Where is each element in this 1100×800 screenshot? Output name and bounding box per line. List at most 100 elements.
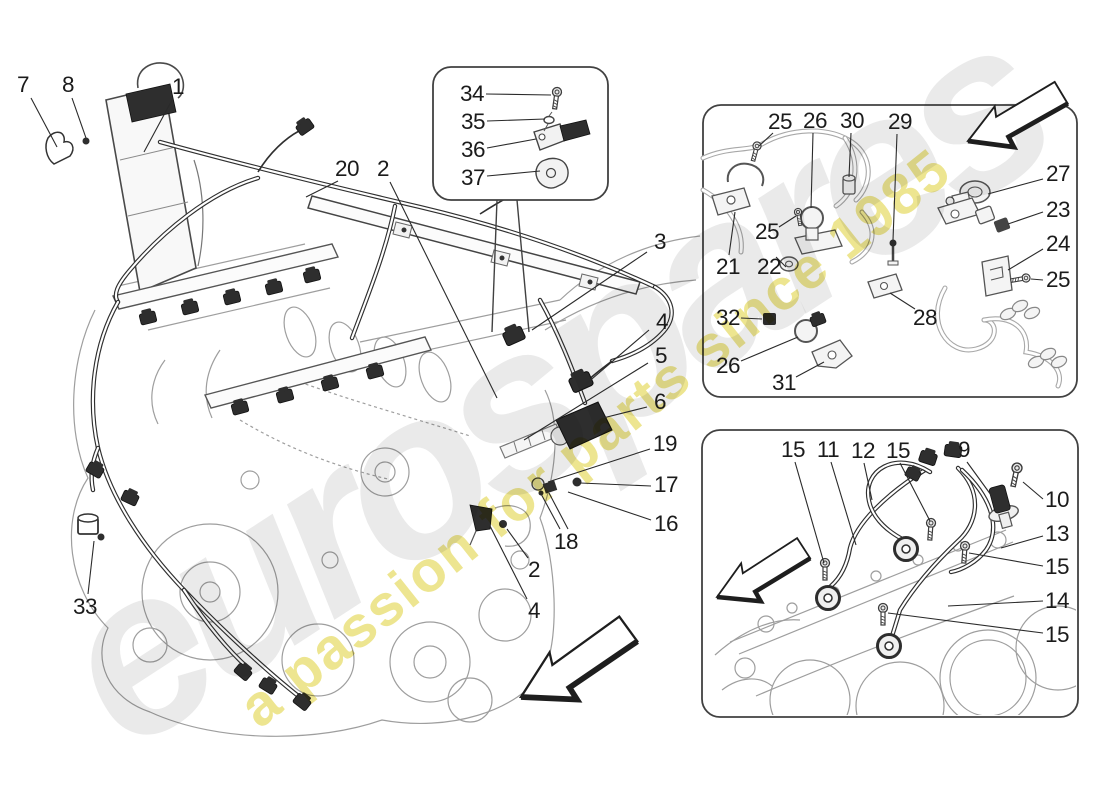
leader-line xyxy=(795,361,825,378)
callout-inset-bottom-14: 14 xyxy=(1044,587,1070,613)
callout-inset-right-28: 28 xyxy=(912,304,938,330)
callout-inset-bottom-11: 11 xyxy=(816,436,840,462)
callout-inset-right-26: 26 xyxy=(802,107,828,133)
engine-control-unit-art xyxy=(45,62,204,294)
leader-line xyxy=(887,612,1044,634)
callout-inset-bottom-12: 12 xyxy=(850,437,876,463)
ignition-coil-art xyxy=(555,401,613,450)
leader-line xyxy=(830,461,857,546)
callout-main-4: 4 xyxy=(527,597,541,623)
inset-right-parts-art xyxy=(700,128,1068,389)
ecu-bracket-art xyxy=(45,131,74,165)
callout-main-3: 3 xyxy=(653,228,667,254)
leader-line xyxy=(506,528,529,559)
leader-line xyxy=(539,491,561,530)
callout-inset-right-21: 21 xyxy=(715,253,741,279)
leader-line xyxy=(987,178,1044,195)
callout-main-7: 7 xyxy=(16,71,30,97)
leader-line xyxy=(899,462,931,522)
callout-inset-bottom-15: 15 xyxy=(885,437,911,463)
leader-line xyxy=(389,181,498,399)
callout-main-18: 18 xyxy=(553,528,579,554)
callout-inset-right-29: 29 xyxy=(887,108,913,134)
callout-inset-right-25: 25 xyxy=(1045,266,1071,292)
leader-line xyxy=(892,133,898,241)
leader-line xyxy=(778,215,797,228)
callout-main-16: 16 xyxy=(653,510,679,536)
leader-line xyxy=(740,317,763,320)
crank-sensor-art xyxy=(469,504,493,532)
callout-inset-right-31: 31 xyxy=(771,369,797,395)
callout-inset-bottom-9: 9 xyxy=(957,436,971,462)
leader-line xyxy=(889,292,916,310)
callout-inset-bottom-13: 13 xyxy=(1044,520,1070,546)
callout-main-33: 33 xyxy=(72,593,98,619)
leader-line xyxy=(486,138,537,149)
callout-main-1: 1 xyxy=(171,73,185,99)
leader-line xyxy=(485,93,552,96)
callout-inset-bottom-15: 15 xyxy=(780,436,806,462)
leader-line xyxy=(71,97,87,139)
callout-inset-bottom-15: 15 xyxy=(1044,553,1070,579)
callout-main-2: 2 xyxy=(527,556,541,582)
callout-inset-right-26: 26 xyxy=(715,352,741,378)
callout-inset-right-22: 22 xyxy=(756,253,782,279)
callout-inset-right-23: 23 xyxy=(1045,196,1071,222)
leader-line xyxy=(1000,535,1044,549)
direction-arrow-bottom-inset xyxy=(715,536,812,604)
leader-line xyxy=(1007,248,1044,271)
leader-line xyxy=(30,97,58,148)
inset-knock-sensors-detail xyxy=(701,429,1079,718)
inset-bottom-parts-art xyxy=(714,439,1076,715)
leader-line xyxy=(1007,211,1044,225)
fuel-rails-art xyxy=(112,195,641,409)
callout-main-20: 20 xyxy=(334,155,360,181)
callout-main-17: 17 xyxy=(653,471,679,497)
callout-inset-right-25: 25 xyxy=(754,218,780,244)
leader-line xyxy=(863,462,873,501)
inset-sensor-detail-tail xyxy=(516,199,530,333)
callout-main-2: 2 xyxy=(376,155,390,181)
leader-line xyxy=(579,482,652,487)
leader-line xyxy=(947,600,1044,607)
leader-line xyxy=(489,525,528,600)
leader-line xyxy=(794,461,825,564)
main-connectors-art xyxy=(77,114,613,712)
callout-main-6: 6 xyxy=(653,388,667,414)
leader-line xyxy=(740,336,799,362)
callout-inset-right-30: 30 xyxy=(839,107,865,133)
callout-main-8: 8 xyxy=(61,71,75,97)
callout-inset-top-36: 36 xyxy=(460,136,486,162)
leader-line xyxy=(486,118,546,122)
sensor-33-art xyxy=(77,513,105,541)
leader-line xyxy=(775,256,787,268)
leader-line xyxy=(810,132,814,209)
leader-line xyxy=(758,132,774,147)
leader-line xyxy=(585,329,650,385)
leader-line xyxy=(547,448,651,483)
leader-line xyxy=(728,211,736,256)
inset-sensor-detail-tail xyxy=(491,199,498,333)
direction-arrow-top-inset xyxy=(966,80,1070,151)
callout-main-19: 19 xyxy=(652,430,678,456)
leader-line xyxy=(486,170,541,177)
leader-line xyxy=(567,491,652,521)
leader-line xyxy=(531,251,648,331)
leader-line xyxy=(1022,481,1044,500)
leader-line xyxy=(602,406,648,419)
callout-inset-right-27: 27 xyxy=(1045,160,1071,186)
direction-arrow-main xyxy=(518,614,639,703)
leader-line xyxy=(305,180,339,198)
leader-line xyxy=(87,540,95,595)
leader-line xyxy=(548,492,569,530)
callout-inset-bottom-10: 10 xyxy=(1044,486,1070,512)
callout-inset-right-25: 25 xyxy=(767,108,793,134)
callout-inset-top-34: 34 xyxy=(459,80,485,106)
cam-sensor-9-art xyxy=(988,484,1019,530)
leader-line xyxy=(848,132,852,178)
ecu-bracket-bolt-art xyxy=(82,137,90,145)
callout-inset-top-37: 37 xyxy=(460,164,486,190)
